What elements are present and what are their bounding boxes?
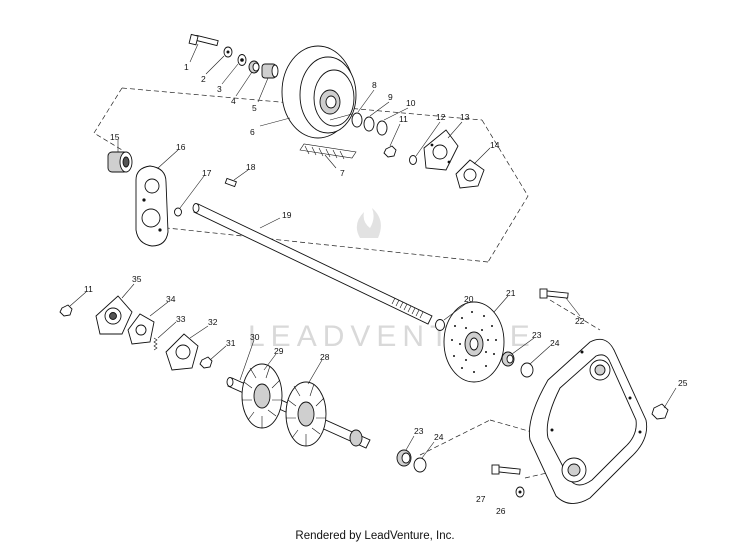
callout-29: 29 [274, 346, 284, 356]
callout-32: 32 [208, 317, 218, 327]
bearing-plate-part-32[interactable] [165, 333, 199, 371]
callout-20: 20 [464, 294, 474, 304]
callout-30: 30 [250, 332, 260, 342]
callout-19: 19 [282, 210, 292, 220]
bolt-part-17[interactable] [174, 207, 182, 217]
bearing-part-23-lower[interactable] [396, 449, 412, 467]
ring-part-9[interactable] [363, 116, 375, 132]
bolt-part-27[interactable] [491, 464, 521, 475]
driven-pulley-part-6[interactable] [281, 45, 357, 139]
callout-11-upper: 11 [399, 114, 408, 124]
jackshaft-part-19[interactable] [192, 203, 433, 325]
nut-part-11-lower[interactable] [59, 304, 73, 317]
callout-13: 13 [460, 112, 470, 122]
callout-16: 16 [176, 142, 186, 152]
callout-31: 31 [226, 338, 236, 348]
bearing-housing-part-35[interactable] [95, 295, 133, 335]
callout-8: 8 [372, 80, 377, 90]
ring-part-10[interactable] [376, 120, 388, 136]
callout-25: 25 [678, 378, 688, 388]
bushing-part-5[interactable] [261, 63, 279, 79]
callout-7: 7 [340, 168, 345, 178]
bearing-plate-part-34[interactable] [127, 313, 155, 345]
callout-5: 5 [252, 103, 257, 113]
callout-15: 15 [110, 132, 120, 142]
spring-part-33[interactable] [153, 337, 158, 351]
bearing-plate-part-13[interactable] [423, 129, 459, 171]
callout-11-lower: 11 [84, 284, 93, 294]
ring-part-8[interactable] [351, 112, 363, 128]
callout-1: 1 [184, 62, 189, 72]
drive-sprocket-part-28[interactable] [285, 381, 327, 447]
ring-part-20[interactable] [435, 319, 445, 331]
key-part-18[interactable] [224, 177, 237, 188]
callout-35: 35 [132, 274, 142, 284]
callout-9: 9 [388, 92, 393, 102]
nut-part-25[interactable] [651, 403, 669, 420]
drive-chain-part-7[interactable] [299, 113, 357, 160]
washer-part-2[interactable] [223, 46, 233, 58]
bolt-part-22[interactable] [539, 288, 569, 299]
callout-4: 4 [231, 96, 236, 106]
seal-part-24-upper[interactable] [520, 362, 534, 378]
callout-23-upper: 23 [532, 330, 542, 340]
callout-18: 18 [246, 162, 256, 172]
nut-part-11-upper[interactable] [383, 145, 397, 158]
washer-part-3[interactable] [237, 54, 247, 66]
callouts: 1 2 3 4 5 6 7 8 9 10 11 12 13 14 15 16 1… [84, 62, 688, 516]
washer-part-12[interactable] [409, 155, 417, 165]
callout-14: 14 [490, 140, 500, 150]
callout-28: 28 [320, 352, 330, 362]
bearing-cap-part-14[interactable] [455, 159, 485, 189]
bearing-part-15[interactable] [107, 151, 133, 173]
bolt-part-1[interactable] [188, 33, 219, 47]
rendered-by-footer: Rendered by LeadVenture, Inc. [295, 530, 455, 542]
leader-lines [69, 43, 677, 459]
nut-part-31[interactable] [199, 356, 213, 369]
callout-17: 17 [202, 168, 212, 178]
callout-27: 27 [476, 494, 486, 504]
callout-21: 21 [506, 288, 516, 298]
washer-part-26[interactable] [515, 486, 525, 498]
callout-3: 3 [217, 84, 222, 94]
drive-sprocket-part-29[interactable] [241, 363, 283, 429]
callout-6: 6 [250, 127, 255, 137]
chaincase-housing[interactable] [528, 338, 648, 504]
callout-22: 22 [575, 316, 585, 326]
callout-10: 10 [406, 98, 416, 108]
bushing-part-4[interactable] [248, 60, 260, 74]
bearing-part-23-upper[interactable] [501, 351, 515, 367]
callout-23-lower: 23 [414, 426, 424, 436]
callout-26: 26 [496, 506, 506, 516]
callout-33: 33 [176, 314, 186, 324]
callout-24-lower: 24 [434, 432, 444, 442]
callout-2: 2 [201, 74, 206, 84]
brake-disc-part-21[interactable] [443, 301, 505, 383]
callout-34: 34 [166, 294, 176, 304]
bearing-plate-part-16[interactable] [135, 165, 169, 247]
callout-24-upper: 24 [550, 338, 560, 348]
seal-part-24-lower[interactable] [413, 457, 427, 473]
callout-12: 12 [436, 112, 446, 122]
